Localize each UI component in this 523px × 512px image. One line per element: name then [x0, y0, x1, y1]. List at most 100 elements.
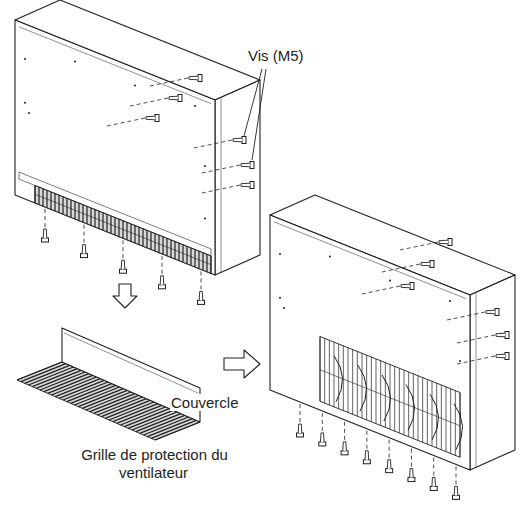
- hole: [279, 297, 281, 299]
- screw-axis: [45, 209, 46, 229]
- grille-bar: [151, 420, 196, 438]
- grille-bar: [422, 378, 423, 443]
- screw: [363, 451, 370, 464]
- side-face: [215, 80, 260, 275]
- leader-line: [252, 69, 266, 160]
- grille-bar: [441, 385, 442, 450]
- grille-bar: [338, 344, 339, 409]
- screw-axis: [447, 312, 485, 320]
- screw: [486, 309, 499, 316]
- hole: [389, 280, 391, 282]
- side-face: [470, 275, 515, 470]
- grille-bar: [436, 383, 437, 448]
- grille-bar: [371, 357, 372, 422]
- hole: [283, 307, 285, 309]
- grille-bar: [357, 351, 358, 416]
- edge-line: [19, 27, 211, 104]
- leader-line: [244, 69, 262, 136]
- grille-bar: [418, 376, 419, 441]
- grille-bar: [320, 337, 321, 402]
- screw-axis: [322, 413, 323, 433]
- grille-bar: [324, 338, 325, 403]
- grille-bar: [399, 368, 400, 433]
- screw: [496, 353, 509, 360]
- screw-axis: [457, 335, 495, 343]
- screw-axis: [382, 264, 420, 272]
- indoor-unit: [270, 195, 515, 499]
- screw-axis: [202, 165, 240, 173]
- hole: [74, 61, 76, 63]
- screw: [241, 162, 254, 169]
- hole: [329, 256, 331, 258]
- hole: [24, 58, 26, 60]
- fan-guard-ring: [454, 404, 463, 450]
- screw-axis: [84, 225, 85, 245]
- screw: [159, 276, 166, 289]
- grille-bar: [352, 350, 353, 415]
- flow-arrow: [113, 284, 137, 308]
- hole: [28, 112, 30, 114]
- screw-axis: [201, 271, 202, 291]
- fan-guard-ring: [406, 385, 415, 431]
- grille-bar: [380, 361, 381, 426]
- screw: [401, 283, 414, 290]
- grille-bar: [427, 379, 428, 444]
- screw: [42, 229, 49, 242]
- edge-line: [274, 222, 466, 299]
- hole: [279, 253, 281, 255]
- screw-axis: [456, 466, 457, 486]
- grille-bar: [413, 374, 414, 439]
- screw: [453, 486, 460, 499]
- grille-bar: [320, 370, 460, 426]
- screw: [81, 245, 88, 258]
- screw-axis: [411, 449, 412, 469]
- screw-axis: [366, 431, 367, 451]
- screw: [496, 332, 509, 339]
- screw: [169, 95, 182, 102]
- fan-guard-ring: [358, 365, 367, 411]
- screw: [120, 260, 127, 273]
- label-text: Vis (M5): [247, 47, 305, 64]
- fan-grille: [320, 337, 460, 458]
- screw: [297, 424, 304, 437]
- hole: [459, 360, 461, 362]
- fan-guard-ring: [382, 375, 391, 421]
- grille-bar: [446, 387, 447, 452]
- cover-piece: [17, 328, 200, 440]
- screw: [319, 433, 326, 446]
- grille-bar: [450, 389, 451, 454]
- screw-axis: [130, 98, 168, 106]
- screw: [189, 75, 202, 82]
- fan-guard-ring: [430, 394, 439, 440]
- screw-axis: [123, 240, 124, 260]
- screw-axis: [202, 185, 240, 193]
- screw-axis: [150, 78, 188, 86]
- screw: [241, 182, 254, 189]
- hole: [204, 218, 206, 220]
- grille-bar: [35, 194, 211, 264]
- screw-axis: [194, 140, 232, 148]
- front-face: [15, 20, 215, 275]
- flow-arrow: [224, 350, 260, 378]
- grille-bar: [348, 348, 349, 413]
- screw-axis: [362, 286, 400, 294]
- screw-axis: [433, 457, 434, 477]
- grille-bar: [394, 366, 395, 431]
- part-label: Couvercle: [170, 394, 240, 412]
- grille-bar: [408, 372, 409, 437]
- edge-line: [476, 293, 477, 468]
- hole: [24, 102, 26, 104]
- callout-label: Vis (M5): [247, 47, 305, 65]
- edge-line: [221, 98, 222, 273]
- label-text: Couvercle: [170, 394, 240, 411]
- grille-bar: [329, 340, 330, 405]
- screw-axis: [389, 440, 390, 460]
- grille-bar: [376, 359, 377, 424]
- fan-guard-ring: [334, 356, 343, 402]
- screw-axis: [457, 356, 495, 364]
- grille-bar: [455, 391, 456, 456]
- grille-bar: [155, 422, 200, 440]
- hole: [194, 105, 196, 107]
- screw-axis: [344, 422, 345, 442]
